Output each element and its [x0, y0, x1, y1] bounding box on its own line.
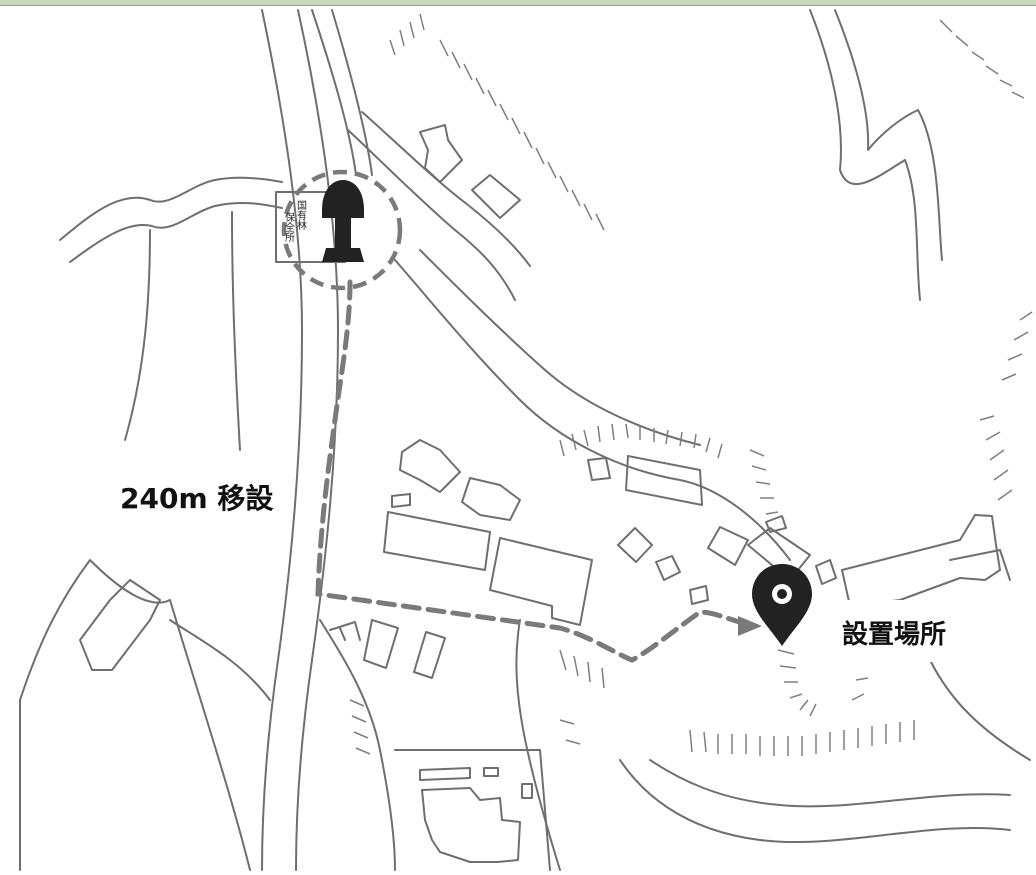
map-lines — [19, 9, 1031, 871]
destination-label: 設置場所 — [842, 619, 946, 650]
building-19 — [363, 619, 399, 669]
se-road-2 — [649, 759, 1011, 808]
slope-south — [559, 649, 915, 756]
west-parcel-1 — [124, 229, 151, 441]
dashed-route-arrow — [315, 279, 753, 663]
route-arrowhead-icon — [738, 616, 762, 636]
building-25 — [421, 787, 521, 863]
slope-west-south — [349, 699, 581, 755]
building-4 — [461, 477, 521, 521]
building-26 — [521, 783, 533, 799]
slope-east — [749, 311, 1033, 515]
building-6 — [383, 511, 491, 571]
slope-center — [559, 423, 723, 459]
building-23 — [419, 767, 471, 781]
distance-label: 240m 移設 — [120, 482, 274, 515]
slope-north — [389, 13, 605, 231]
building-12 — [707, 526, 749, 566]
building-11 — [655, 555, 681, 581]
rail-left — [311, 9, 357, 176]
se-road-3 — [929, 659, 1031, 761]
origin-sign-text-1: 国有林 — [295, 200, 307, 231]
upper-road-b — [361, 111, 531, 267]
se-road-1 — [619, 759, 1011, 843]
destination-label-backing — [836, 600, 976, 662]
slope-hachures — [349, 13, 1033, 756]
rail-right — [331, 9, 373, 176]
south-road-2 — [515, 619, 561, 871]
south-road-1 — [319, 619, 396, 871]
location-pin-icon — [752, 564, 812, 646]
building-15 — [815, 559, 837, 585]
ne-valley-2 — [834, 9, 943, 261]
building-10 — [617, 527, 653, 563]
building-1 — [419, 124, 463, 183]
building-5 — [391, 493, 411, 508]
upper-road-a — [347, 129, 516, 301]
building-16 — [689, 585, 709, 605]
main-road-left-edge — [261, 9, 303, 871]
loop-road-inner — [419, 249, 701, 446]
building-3 — [399, 439, 461, 493]
slope-ne — [939, 19, 1025, 99]
building-21 — [329, 621, 361, 641]
west-parcel-3 — [19, 559, 171, 701]
relocation-origin-icon — [322, 180, 364, 262]
west-parcel-4 — [169, 619, 271, 701]
building-14 — [765, 515, 787, 533]
south-block — [394, 749, 551, 871]
west-parcel-2 — [231, 211, 241, 451]
ne-valley-1 — [809, 9, 921, 301]
main-road-right-edge — [295, 9, 339, 871]
west-road-top — [59, 176, 283, 241]
building-17 — [841, 514, 1001, 607]
origin-dashed-circle — [281, 169, 403, 291]
building-20 — [413, 631, 446, 679]
loop-road — [394, 259, 791, 561]
top-frame-strip — [0, 0, 1036, 6]
building-22 — [79, 579, 161, 671]
origin-sign-text-2: 保全所 — [283, 211, 295, 243]
building-8 — [625, 455, 703, 506]
building-2 — [471, 174, 521, 219]
building-24 — [483, 767, 499, 777]
building-9 — [587, 457, 611, 481]
west-road-bottom — [69, 201, 283, 263]
building-7 — [489, 537, 593, 626]
building-18 — [949, 549, 1011, 581]
west-parcel-6 — [169, 599, 251, 871]
